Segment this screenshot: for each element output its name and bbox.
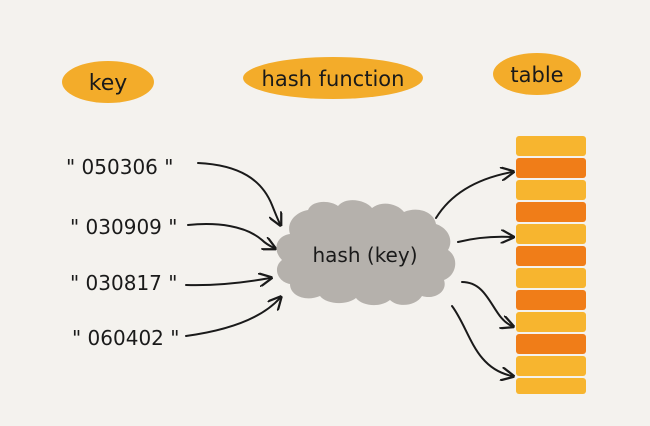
table-pill xyxy=(493,53,581,95)
arrow-hash-to-slot-top xyxy=(435,172,512,219)
hash-function-pill xyxy=(243,57,423,99)
key-pill xyxy=(62,61,154,103)
key-header-label: key xyxy=(89,71,128,96)
table-header: table xyxy=(493,53,581,95)
table-slot xyxy=(516,268,586,288)
table-slot xyxy=(516,224,586,244)
key-string-2: " 030909 " xyxy=(70,215,177,239)
table-slot xyxy=(516,180,586,200)
table-slot xyxy=(516,378,586,394)
table-header-label: table xyxy=(510,63,563,87)
hash-function-header: hash function xyxy=(243,57,423,99)
key-header: key xyxy=(62,61,154,103)
table-slot xyxy=(516,202,586,222)
key-string-3: " 030817 " xyxy=(70,271,177,295)
hash-cloud-label: hash (key) xyxy=(313,243,418,267)
arrow-key-4-to-hash xyxy=(185,298,280,337)
table-slot xyxy=(516,246,586,266)
table-slot xyxy=(516,158,586,178)
arrow-hash-to-slot-upper xyxy=(457,237,512,242)
hash-cloud xyxy=(276,200,456,306)
key-string-1: " 050306 " xyxy=(66,155,173,179)
table-slot xyxy=(516,136,586,156)
arrow-key-2-to-hash xyxy=(187,223,274,248)
arrow-key-3-to-hash xyxy=(185,278,270,285)
arrow-hash-to-slot-lower xyxy=(461,281,512,326)
hash-table xyxy=(516,136,586,394)
arrow-key-1-to-hash xyxy=(197,162,280,224)
table-slot xyxy=(516,334,586,354)
table-slot xyxy=(516,290,586,310)
arrow-hash-to-slot-bottom xyxy=(451,305,512,376)
hash-function-header-label: hash function xyxy=(262,67,405,91)
table-slot xyxy=(516,356,586,376)
key-string-4: " 060402 " xyxy=(72,326,179,350)
table-slot xyxy=(516,312,586,332)
